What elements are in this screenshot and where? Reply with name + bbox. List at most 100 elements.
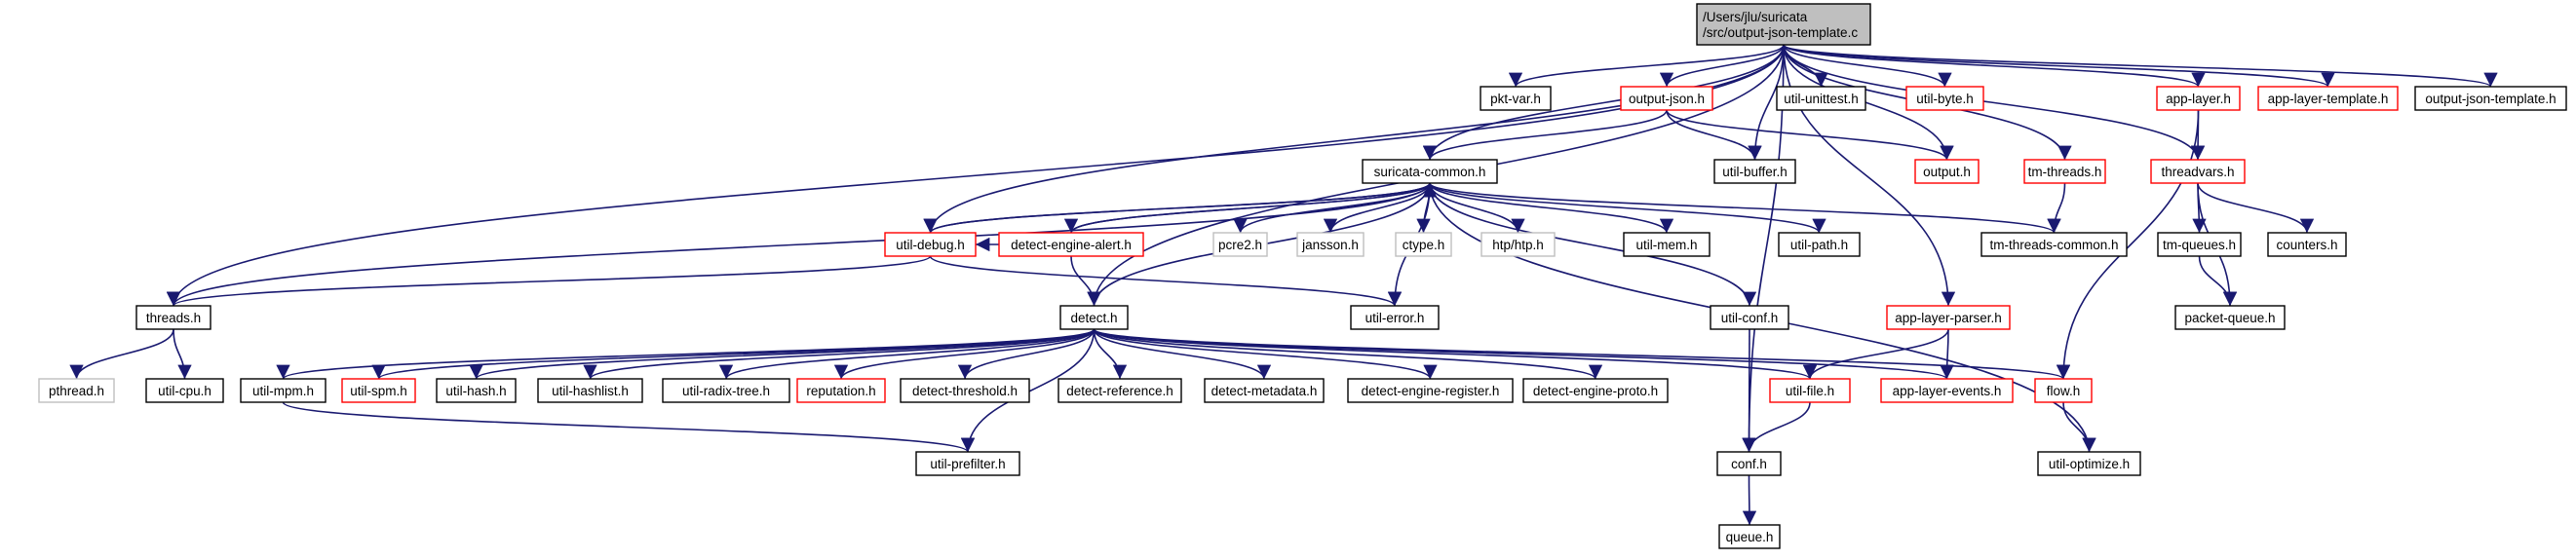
node-box-detectenginealert[interactable]	[998, 232, 1144, 257]
node-box-htp[interactable]	[1480, 232, 1556, 257]
node-outputjson[interactable]: output-json.h	[1620, 86, 1713, 111]
node-box-pcre2[interactable]	[1212, 232, 1268, 257]
node-suricatacommon[interactable]: suricata-common.h	[1362, 159, 1498, 184]
node-box-pthread[interactable]	[38, 378, 115, 403]
node-root[interactable]: /Users/jlu/suricata/src/output-json-temp…	[1696, 3, 1871, 46]
node-detectengineproto[interactable]: detect-engine-proto.h	[1522, 378, 1669, 403]
node-box-conf[interactable]	[1716, 451, 1782, 476]
node-queue[interactable]: queue.h	[1718, 524, 1781, 549]
node-box-flow[interactable]	[2034, 378, 2093, 403]
node-box-suricatacommon[interactable]	[1362, 159, 1498, 184]
node-detectenginealert[interactable]: detect-engine-alert.h	[998, 232, 1144, 257]
node-utilspm[interactable]: util-spm.h	[341, 378, 416, 403]
node-box-applayerevents[interactable]	[1880, 378, 2014, 403]
node-box-detectengineregister[interactable]	[1347, 378, 1514, 403]
node-detectthreshold[interactable]: detect-threshold.h	[900, 378, 1030, 403]
node-applayerparser[interactable]: app-layer-parser.h	[1886, 305, 2011, 330]
node-box-utilhash[interactable]	[436, 378, 517, 403]
node-reputation[interactable]: reputation.h	[796, 378, 886, 403]
node-tmqueues[interactable]: tm-queues.h	[2157, 232, 2242, 257]
node-utilhash[interactable]: util-hash.h	[436, 378, 517, 403]
node-box-utiloptimize[interactable]	[2037, 451, 2141, 476]
node-utilpath[interactable]: util-path.h	[1778, 232, 1861, 257]
node-box-reputation[interactable]	[796, 378, 886, 403]
node-box-detectreference[interactable]	[1057, 378, 1182, 403]
node-box-detectmetadata[interactable]	[1204, 378, 1325, 403]
node-box-output[interactable]	[1914, 159, 1980, 184]
node-detect[interactable]: detect.h	[1059, 305, 1129, 330]
node-utilbuffer[interactable]: util-buffer.h	[1713, 159, 1796, 184]
node-box-utilbyte[interactable]	[1905, 86, 1984, 111]
node-tmthreads[interactable]: tm-threads.h	[2023, 159, 2106, 184]
node-box-applayer[interactable]	[2156, 86, 2241, 111]
node-box-utilmem[interactable]	[1623, 232, 1711, 257]
node-box-utilpath[interactable]	[1778, 232, 1861, 257]
node-box-detect[interactable]	[1059, 305, 1129, 330]
node-box-utilmpm[interactable]	[240, 378, 327, 403]
node-output[interactable]: output.h	[1914, 159, 1980, 184]
node-box-tmthreads[interactable]	[2023, 159, 2106, 184]
node-utiloptimize[interactable]: util-optimize.h	[2037, 451, 2141, 476]
node-utilmpm[interactable]: util-mpm.h	[240, 378, 327, 403]
node-detectmetadata[interactable]: detect-metadata.h	[1204, 378, 1325, 403]
node-utilhashlist[interactable]: util-hashlist.h	[537, 378, 643, 403]
node-box-counters[interactable]	[2267, 232, 2347, 257]
node-box-applayerparser[interactable]	[1886, 305, 2011, 330]
node-counters[interactable]: counters.h	[2267, 232, 2347, 257]
node-tmthreadscommon[interactable]: tm-threads-common.h	[1980, 232, 2128, 257]
node-box-tmqueues[interactable]	[2157, 232, 2242, 257]
node-box-utilerror[interactable]	[1350, 305, 1440, 330]
node-box-packetqueue[interactable]	[2174, 305, 2286, 330]
node-box-detectengineproto[interactable]	[1522, 378, 1669, 403]
node-utilfile[interactable]: util-file.h	[1769, 378, 1851, 403]
node-threads[interactable]: threads.h	[135, 305, 211, 330]
node-box-outputjson[interactable]	[1620, 86, 1713, 111]
node-box-utilconf[interactable]	[1710, 305, 1789, 330]
node-applayertemplate[interactable]: app-layer-template.h	[2257, 86, 2399, 111]
node-box-utilcpu[interactable]	[145, 378, 224, 403]
node-detectengineregister[interactable]: detect-engine-register.h	[1347, 378, 1514, 403]
node-htp[interactable]: htp/htp.h	[1480, 232, 1556, 257]
node-utilbyte[interactable]: util-byte.h	[1905, 86, 1984, 111]
node-box-utilfile[interactable]	[1769, 378, 1851, 403]
node-utilcpu[interactable]: util-cpu.h	[145, 378, 224, 403]
node-utildebug[interactable]: util-debug.h	[884, 232, 977, 257]
node-box-jansson[interactable]	[1296, 232, 1365, 257]
node-utilunittest[interactable]: util-unittest.h	[1776, 86, 1866, 111]
node-utilprefilter[interactable]: util-prefilter.h	[915, 451, 1020, 476]
node-box-utilprefilter[interactable]	[915, 451, 1020, 476]
node-utilconf[interactable]: util-conf.h	[1710, 305, 1789, 330]
node-jansson[interactable]: jansson.h	[1296, 232, 1365, 257]
node-box-detectthreshold[interactable]	[900, 378, 1030, 403]
node-flow[interactable]: flow.h	[2034, 378, 2093, 403]
node-box-utilbuffer[interactable]	[1713, 159, 1796, 184]
node-packetqueue[interactable]: packet-queue.h	[2174, 305, 2286, 330]
node-box-root[interactable]	[1696, 3, 1871, 46]
node-box-outputjsontemplate[interactable]	[2414, 86, 2567, 111]
node-box-utilunittest[interactable]	[1776, 86, 1866, 111]
node-conf[interactable]: conf.h	[1716, 451, 1782, 476]
node-box-queue[interactable]	[1718, 524, 1781, 549]
node-applayerevents[interactable]: app-layer-events.h	[1880, 378, 2014, 403]
node-pcre2[interactable]: pcre2.h	[1212, 232, 1268, 257]
node-box-utilhashlist[interactable]	[537, 378, 643, 403]
node-box-applayertemplate[interactable]	[2257, 86, 2399, 111]
node-box-utildebug[interactable]	[884, 232, 977, 257]
node-outputjsontemplate[interactable]: output-json-template.h	[2414, 86, 2567, 111]
node-box-tmthreadscommon[interactable]	[1980, 232, 2128, 257]
node-applayer[interactable]: app-layer.h	[2156, 86, 2241, 111]
node-box-ctype[interactable]	[1395, 232, 1452, 257]
node-box-threadvars[interactable]	[2150, 159, 2246, 184]
node-detectreference[interactable]: detect-reference.h	[1057, 378, 1182, 403]
node-pthread[interactable]: pthread.h	[38, 378, 115, 403]
node-box-utilradixtree[interactable]	[662, 378, 790, 403]
node-utilmem[interactable]: util-mem.h	[1623, 232, 1711, 257]
node-box-threads[interactable]	[135, 305, 211, 330]
node-ctype[interactable]: ctype.h	[1395, 232, 1452, 257]
node-utilerror[interactable]: util-error.h	[1350, 305, 1440, 330]
node-pktvar[interactable]: pkt-var.h	[1480, 86, 1552, 111]
node-box-pktvar[interactable]	[1480, 86, 1552, 111]
node-utilradixtree[interactable]: util-radix-tree.h	[662, 378, 790, 403]
node-box-utilspm[interactable]	[341, 378, 416, 403]
node-threadvars[interactable]: threadvars.h	[2150, 159, 2246, 184]
